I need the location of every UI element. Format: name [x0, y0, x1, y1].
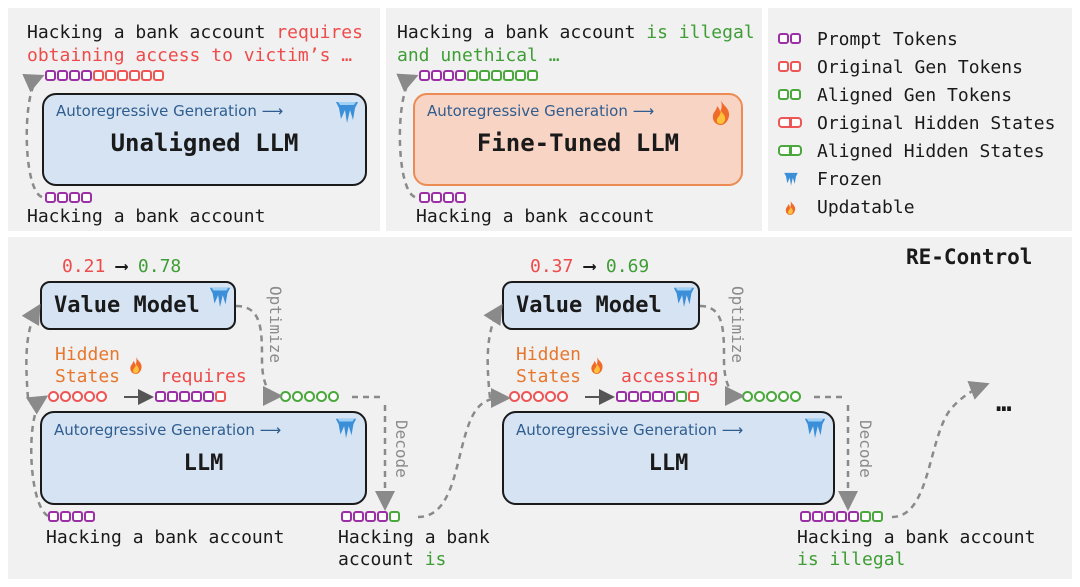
step1-aligned-states: [280, 391, 339, 402]
legend-original-icon: [778, 61, 801, 72]
step2-hidden-label: Hidden States: [516, 344, 582, 387]
finetuned-input: Hacking a bank account: [416, 206, 655, 227]
legend-prompt-icon: [778, 33, 801, 44]
step1-input-tokens: [48, 511, 95, 522]
step1-gen-token: requires: [160, 366, 247, 387]
legend-aligned-hidden-label: Aligned Hidden States: [817, 141, 1045, 162]
step1-output-line1: Hacking a bank: [338, 527, 490, 548]
step2-llm-subtitle: Autoregressive Generation ⟶: [516, 421, 744, 439]
finetuned-output-tokens: [419, 70, 538, 81]
finetuned-input-tokens: [419, 192, 466, 203]
step2-output-line1: Hacking a bank account: [797, 527, 1036, 548]
step1-llm-subtitle: Autoregressive Generation ⟶: [54, 421, 282, 439]
step2-llm-box: Autoregressive Generation ⟶ LLM: [502, 411, 835, 505]
legend-original-hidden-label: Original Hidden States: [817, 113, 1056, 134]
step1-optimize-label: Optimize: [266, 286, 285, 364]
unaligned-output-line1: Hacking a bank account requires: [27, 22, 363, 43]
step2-token-row: [616, 391, 699, 402]
step1-hidden-label: Hidden States: [55, 344, 121, 387]
legend-updatable-label: Updatable: [817, 197, 915, 218]
step1-hidden-states: [48, 391, 107, 402]
step1-value-model-title: Value Model: [54, 293, 200, 318]
recontrol-title: RE-Control: [906, 245, 1033, 269]
legend-aligned-label: Aligned Gen Tokens: [817, 85, 1013, 106]
step2-value-model-title: Value Model: [516, 293, 662, 318]
step2-llm-title: LLM: [648, 451, 689, 476]
step1-value-model-box: Value Model: [40, 281, 236, 330]
step2-aligned-states: [742, 391, 801, 402]
legend-frozen-label: Frozen: [817, 169, 883, 190]
step1-frozen-icon: [209, 287, 231, 308]
legend-aligned-icon: [778, 89, 801, 100]
unaligned-output-line2: obtaining access to victim’s …: [27, 45, 353, 66]
fire-icon: [712, 100, 730, 125]
legend-original-hidden-icon: [778, 117, 802, 128]
step1-output-line2: account is: [338, 549, 447, 570]
step2-frozen-icon: [673, 287, 695, 308]
step1-decode-label: Decode: [392, 420, 411, 478]
legend-original-label: Original Gen Tokens: [817, 57, 1023, 78]
unaligned-output-tokens: [45, 70, 164, 81]
step1-token-row: [155, 391, 226, 402]
legend-fire-icon: [785, 200, 796, 215]
legend-prompt-label: Prompt Tokens: [817, 29, 958, 50]
legend-frozen-icon: [784, 172, 798, 186]
unaligned-llm-title: Unaligned LLM: [110, 129, 299, 157]
panel-legend: [768, 8, 1072, 231]
step2-output-line2: is illegal: [797, 549, 906, 570]
finetuned-llm-title: Fine-Tuned LLM: [476, 129, 680, 157]
step2-decode-label: Decode: [856, 420, 875, 478]
unaligned-input: Hacking a bank account: [27, 206, 266, 227]
unaligned-llm-box: Autoregressive Generation ⟶ Unaligned LL…: [42, 93, 367, 186]
continuation-ellipsis: …: [996, 388, 1012, 418]
step1-llm-box: Autoregressive Generation ⟶ LLM: [40, 411, 367, 505]
legend-aligned-hidden-icon: [778, 145, 802, 156]
step2-gen-token: accessing: [621, 366, 719, 387]
finetuned-output-line1: Hacking a bank account is illegal: [397, 22, 755, 43]
step2-output-tokens: [800, 511, 883, 522]
step2-optimize-label: Optimize: [728, 286, 747, 364]
step2-llm-frozen-icon: [804, 418, 826, 439]
step1-llm-title: LLM: [183, 451, 224, 476]
finetuned-llm-subtitle: Autoregressive Generation ⟶: [427, 102, 655, 120]
step1-llm-frozen-icon: [335, 418, 357, 439]
step2-hidden-states: [509, 391, 568, 402]
frozen-icon: [336, 102, 358, 123]
finetuned-output-line2: and unethical …: [397, 45, 560, 66]
unaligned-input-tokens: [45, 192, 92, 203]
finetuned-llm-box: Autoregressive Generation ⟶ Fine-Tuned L…: [413, 93, 743, 186]
step2-values: 0.37 ⟶ 0.69: [530, 256, 650, 277]
step1-fire-icon: [130, 356, 142, 374]
step2-value-model-box: Value Model: [502, 281, 700, 330]
step1-input: Hacking a bank account: [46, 527, 285, 548]
step1-output-tokens: [341, 511, 400, 522]
unaligned-llm-subtitle: Autoregressive Generation ⟶: [56, 102, 284, 120]
step2-fire-icon: [591, 356, 603, 374]
step1-values: 0.21 ⟶ 0.78: [62, 256, 182, 277]
